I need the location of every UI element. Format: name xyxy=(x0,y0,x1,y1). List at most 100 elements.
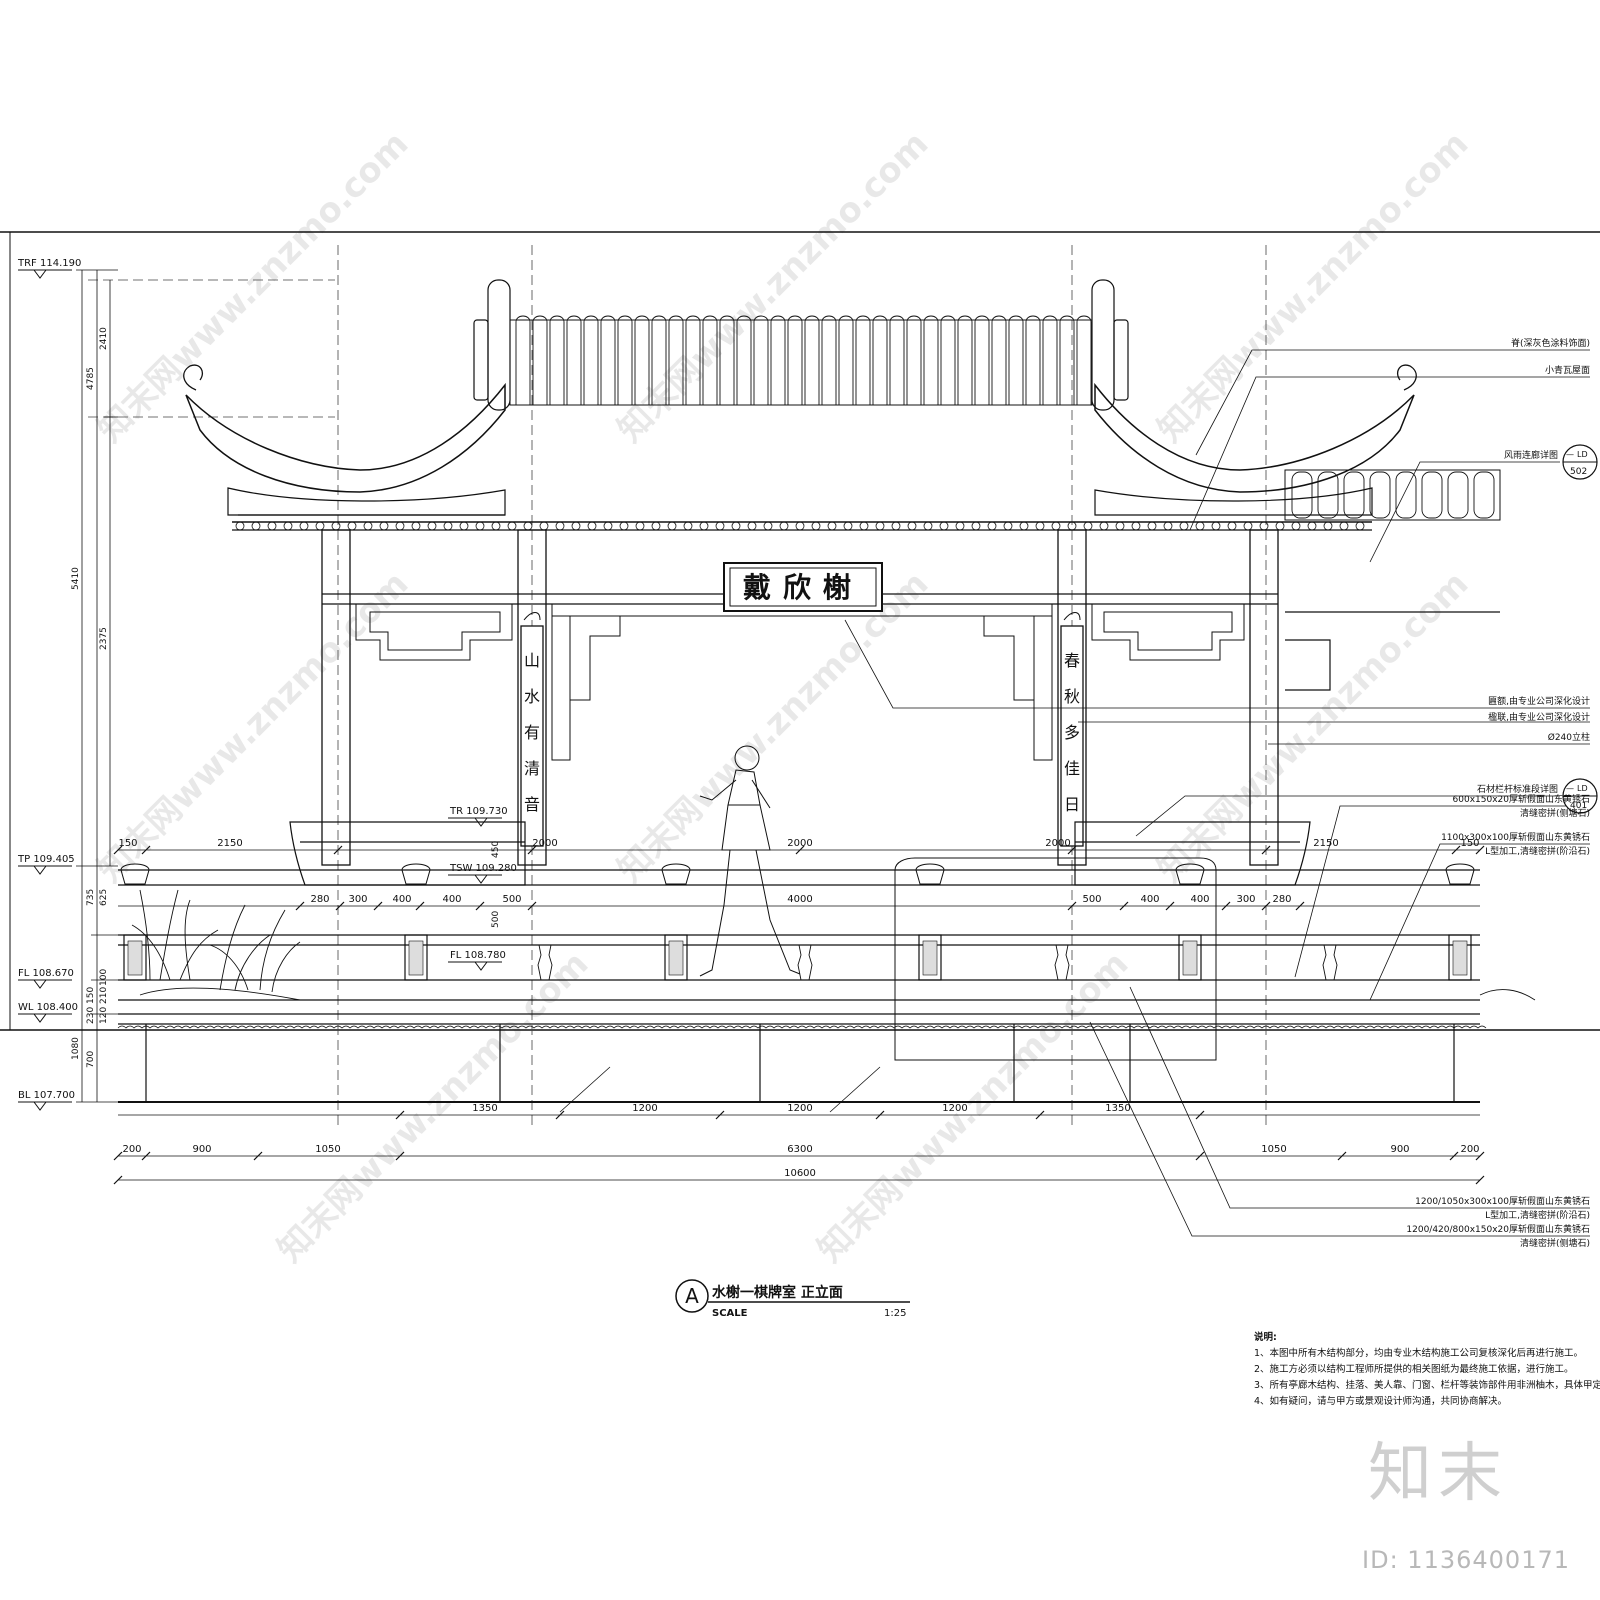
roof-tile-rib xyxy=(719,315,735,405)
railing-post xyxy=(1448,934,1472,981)
roof-tile-rib xyxy=(1059,315,1075,405)
dimension-tick xyxy=(795,845,805,855)
eave-drip xyxy=(939,521,949,531)
eave-drip xyxy=(1339,521,1349,531)
annotation: 楹联,由专业公司深化设计 xyxy=(1488,711,1590,723)
eave-drip xyxy=(475,521,485,531)
rail-dimension: 400 xyxy=(1190,894,1209,905)
note-item: 2、施工方必须以结构工程师所提供的相关图纸为最终施工依据，进行施工。 xyxy=(1254,1363,1574,1375)
bottom-dimension: 1200 xyxy=(942,1103,967,1114)
grid-lines xyxy=(88,245,1267,1125)
annotation: 风雨连廊详图 xyxy=(1504,449,1558,461)
scale-label: SCALE xyxy=(712,1308,748,1319)
dimension-tick xyxy=(335,901,345,911)
level-label: FL 108.780 xyxy=(450,950,506,961)
note-item: 3、所有亭廊木结构、挂落、美人靠、门窗、栏杆等装饰部件用非洲柚木，具体甲定。 xyxy=(1254,1379,1600,1391)
dimension-tick xyxy=(373,901,383,911)
eave-drip xyxy=(1211,521,1221,531)
eave-drip xyxy=(1195,521,1205,531)
dimension-tick xyxy=(1451,845,1461,855)
eave-drip xyxy=(1179,521,1189,531)
eave-drip xyxy=(1355,521,1365,531)
eave-drip xyxy=(267,521,277,531)
corridor-tile xyxy=(1291,471,1313,519)
baluster xyxy=(1054,944,1070,981)
roof-tile-rib xyxy=(651,315,667,405)
eave-drip xyxy=(491,521,501,531)
eave-drip xyxy=(635,521,645,531)
svg-text:150: 150 xyxy=(86,987,96,1004)
dimension-tick xyxy=(1261,845,1271,855)
level-label: BL 107.700 xyxy=(18,1090,75,1101)
roof-tile-rib xyxy=(957,315,973,405)
annotations: 脊(深灰色涂料饰面) 小青瓦屋面 风雨连廊详图 匾额,由专业公司深化设计 楹联,… xyxy=(1406,337,1590,1249)
title-text: 水榭一棋牌室 正立面 xyxy=(712,1284,843,1301)
eave-drip xyxy=(811,521,821,531)
couplet-char-left: 水 xyxy=(524,687,540,706)
top-dimension: 150 xyxy=(118,838,137,849)
eave-drip xyxy=(923,521,933,531)
brand-logo: 知末 xyxy=(1368,1437,1508,1511)
rail-dimension: 400 xyxy=(392,894,411,905)
total-dimension: 10600 xyxy=(784,1168,816,1179)
couplet-char-left: 山 xyxy=(524,651,540,670)
eave-drip xyxy=(715,521,725,531)
eave-drip xyxy=(1227,521,1237,531)
corridor-tile xyxy=(1343,471,1365,519)
annotation: 600x150x20厚斩假面山东黄锈石 xyxy=(1453,793,1590,805)
detail-ref-502: — LD 502 xyxy=(1562,444,1598,480)
baluster xyxy=(537,944,553,981)
top-dimension: 2000 xyxy=(532,838,557,849)
couplet-char-left: 有 xyxy=(524,723,540,742)
bottom-dimension: 1350 xyxy=(472,1103,497,1114)
couplet-char-right: 秋 xyxy=(1064,687,1080,706)
plants-icon xyxy=(131,889,1536,1001)
railing-post xyxy=(918,934,942,981)
level-markers xyxy=(18,269,502,1111)
corridor-tile xyxy=(1369,471,1391,519)
svg-text:4785: 4785 xyxy=(86,367,96,390)
eave-drip xyxy=(235,521,245,531)
level-bl xyxy=(18,1101,72,1111)
waterline xyxy=(117,1025,1487,1029)
roof-tile-rib xyxy=(566,315,582,405)
eave-drip xyxy=(251,521,261,531)
roof-tile-rib xyxy=(1025,315,1041,405)
bottom-dimension: 1050 xyxy=(1261,1144,1286,1155)
dimension-tick xyxy=(1195,1110,1205,1120)
bottom-dimension: 200 xyxy=(122,1144,141,1155)
eave-drip xyxy=(411,521,421,531)
roof-tile-rib xyxy=(923,315,939,405)
annotation: 匾额,由专业公司深化设计 xyxy=(1488,695,1590,707)
eave-drip xyxy=(571,521,581,531)
annotation: 1200/1050x300x100厚斩假面山东黄锈石 xyxy=(1415,1195,1590,1207)
post-cap xyxy=(661,863,691,885)
dimension-tick xyxy=(1261,901,1271,911)
rail-dimension: 400 xyxy=(1140,894,1159,905)
dimension-tick xyxy=(1067,901,1077,911)
dimension-tick xyxy=(415,901,425,911)
roof-tile-rib xyxy=(804,315,820,405)
level-label: TRF 114.190 xyxy=(17,258,81,269)
eave-drip xyxy=(587,521,597,531)
eave-drip xyxy=(315,521,325,531)
bottom-dimension: 900 xyxy=(1390,1144,1409,1155)
eave-drip xyxy=(667,521,677,531)
eave-drip xyxy=(379,521,389,531)
railing-post xyxy=(1178,934,1202,981)
roof-tile-rib xyxy=(770,315,786,405)
roof-tile-rib xyxy=(549,315,565,405)
eave-drip xyxy=(1035,521,1045,531)
dimension-tick xyxy=(1295,901,1305,911)
eave-drip xyxy=(347,521,357,531)
roof-tile-rib xyxy=(532,315,548,405)
couplet-char-right: 多 xyxy=(1064,723,1080,742)
eave-drip xyxy=(1307,521,1317,531)
svg-text:210: 210 xyxy=(99,987,109,1004)
annotation: 清缝密拼(侧塘石) xyxy=(1520,1237,1590,1249)
top-dimension: 2150 xyxy=(217,838,242,849)
svg-text:—: — xyxy=(1566,450,1574,459)
baluster xyxy=(1322,944,1338,981)
post-carving xyxy=(408,940,424,976)
dimension-tick xyxy=(395,1110,405,1120)
